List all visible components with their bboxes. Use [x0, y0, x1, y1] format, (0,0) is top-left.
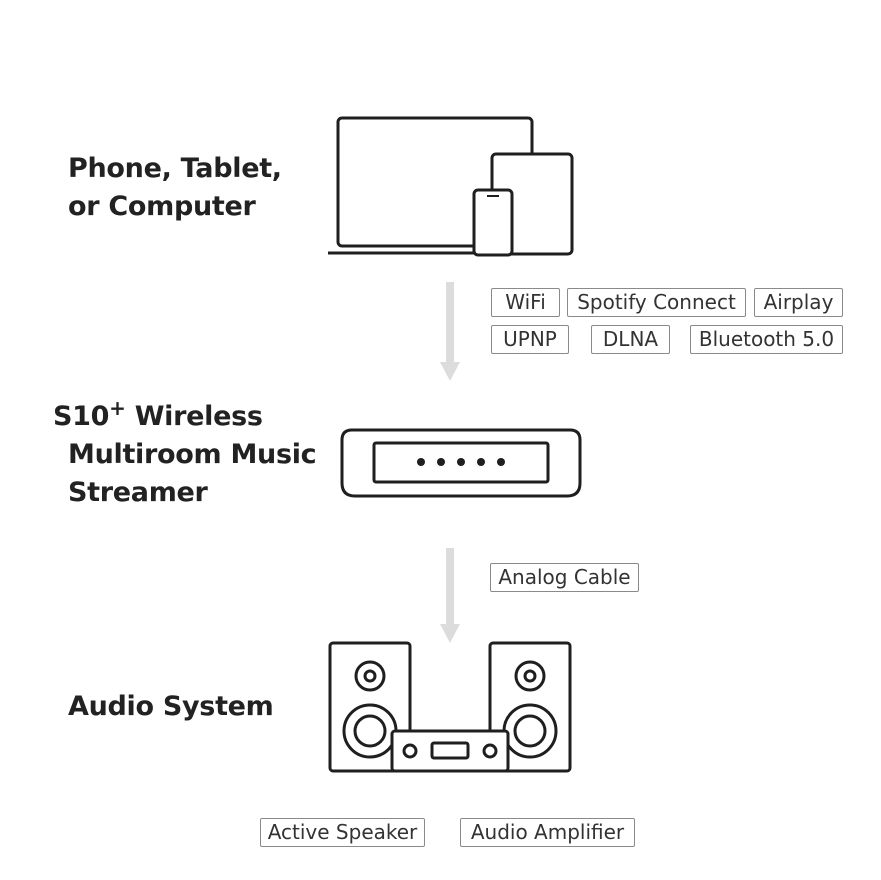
tag-audio-amplifier: Audio Amplifier: [460, 818, 635, 847]
streamer-heading-line3: Streamer: [68, 477, 208, 508]
arrow-down-icon-2: [440, 548, 460, 643]
phone-icon: [472, 188, 514, 257]
tag-bluetooth: Bluetooth 5.0: [690, 325, 843, 354]
tag-airplay: Airplay: [754, 288, 843, 317]
source-heading: Phone, Tablet, or Computer: [68, 150, 282, 226]
tag-analog-cable: Analog Cable: [490, 563, 639, 592]
streamer-heading-line1: S10+ Wireless: [53, 398, 316, 436]
tag-spotify-connect: Spotify Connect: [567, 288, 746, 317]
tag-dlna: DLNA: [591, 325, 670, 354]
tag-upnp: UPNP: [491, 325, 569, 354]
source-heading-line1: Phone, Tablet,: [68, 153, 282, 184]
streamer-heading-line1-rest: Wireless: [125, 401, 263, 432]
streamer-heading-line2: Multiroom Music: [68, 439, 317, 470]
streamer-heading: S10+ Wireless Multiroom Music Streamer: [53, 398, 317, 512]
streamer-led-dots: [417, 458, 505, 466]
streamer-model: S10: [53, 401, 110, 432]
audio-system-heading: Audio System: [68, 691, 274, 722]
tag-wifi: WiFi: [491, 288, 560, 317]
arrow-down-icon: [440, 282, 460, 381]
tag-active-speaker: Active Speaker: [260, 818, 425, 847]
amplifier-icon: [390, 729, 510, 773]
streamer-model-sup: +: [109, 396, 126, 420]
speaker-right-icon: [488, 641, 572, 773]
streamer-device-icon: [340, 428, 582, 498]
source-heading-line2: or Computer: [68, 191, 256, 222]
